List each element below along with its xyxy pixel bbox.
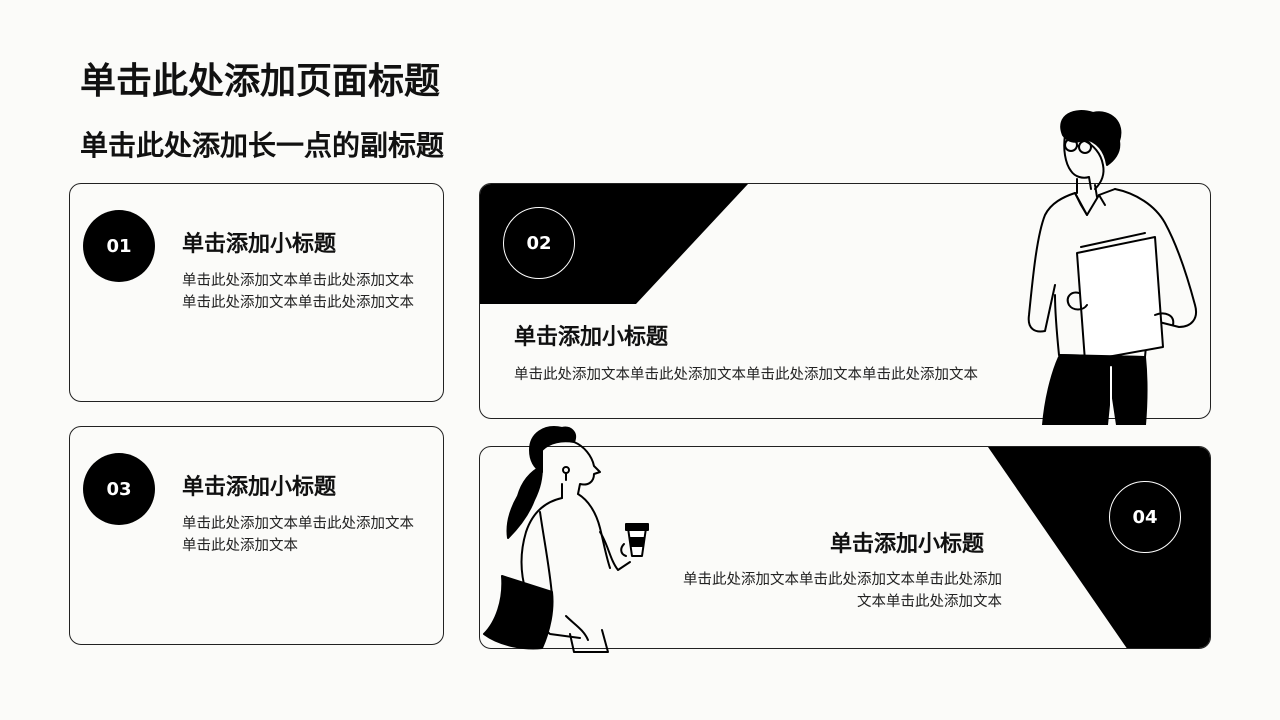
number-badge-02: 02 <box>503 207 575 279</box>
number-badge-03: 03 <box>83 453 155 525</box>
card-04: 04 单击添加小标题 单击此处添加文本单击此处添加文本单击此处添加文本单击此处添… <box>479 446 1211 649</box>
woman-with-coffee-illustration <box>483 426 649 653</box>
number-badge-04: 04 <box>1109 481 1181 553</box>
card-text-02[interactable]: 单击此处添加文本单击此处添加文本单击此处添加文本单击此处添加文本 <box>514 367 978 383</box>
card-heading-04[interactable]: 单击添加小标题 <box>830 532 985 557</box>
card-text-03[interactable]: 单击此处添加文本单击此处添加文本单击此处添加文本 <box>182 516 414 554</box>
card-heading-02[interactable]: 单击添加小标题 <box>514 325 669 350</box>
card-text-01[interactable]: 单击此处添加文本单击此处添加文本单击此处添加文本单击此处添加文本 <box>182 273 414 311</box>
man-holding-folder-illustration <box>1027 110 1197 425</box>
card-heading-01[interactable]: 单击添加小标题 <box>182 232 337 257</box>
page-title[interactable]: 单击此处添加页面标题 <box>80 61 441 102</box>
card-heading-03[interactable]: 单击添加小标题 <box>182 475 337 500</box>
page-subtitle[interactable]: 单击此处添加长一点的副标题 <box>80 129 445 162</box>
number-badge-01: 01 <box>83 210 155 282</box>
card-03: 03 单击添加小标题 单击此处添加文本单击此处添加文本单击此处添加文本 <box>69 426 444 645</box>
card-01: 01 单击添加小标题 单击此处添加文本单击此处添加文本单击此处添加文本单击此处添… <box>69 183 444 402</box>
card-text-04[interactable]: 单击此处添加文本单击此处添加文本单击此处添加文本单击此处添加文本 <box>683 572 1002 610</box>
